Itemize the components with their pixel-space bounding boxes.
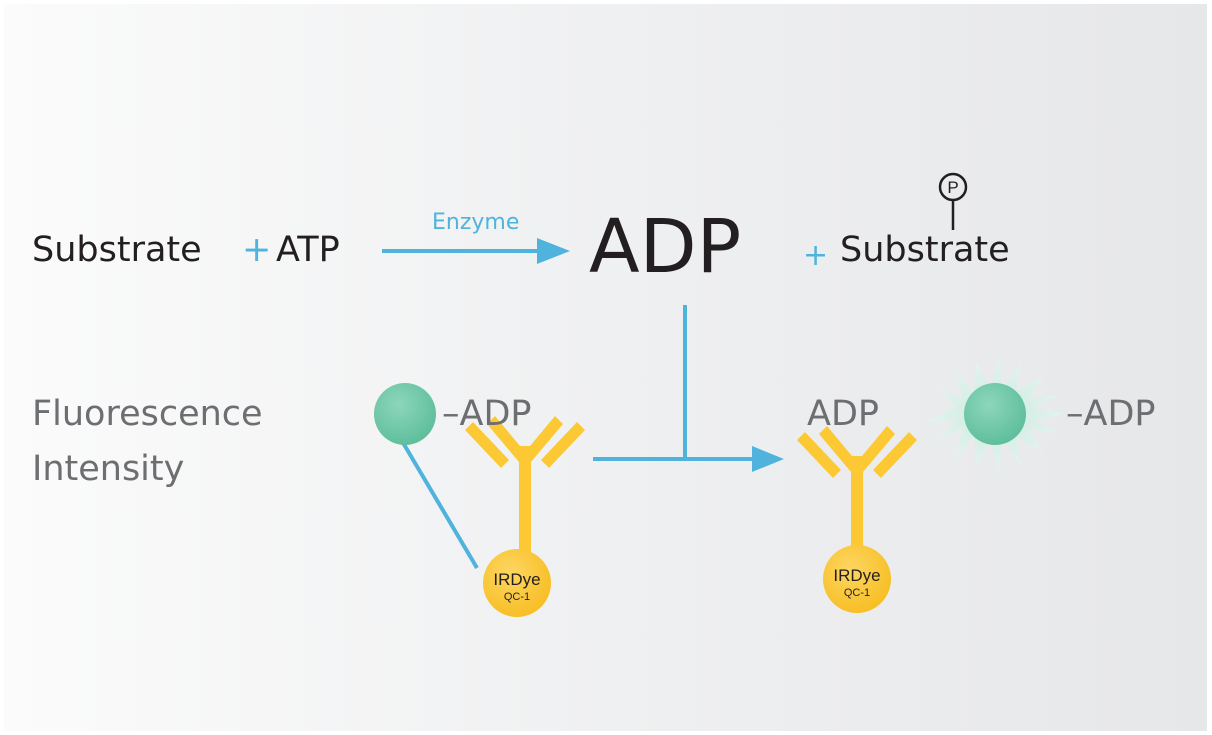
enzyme-arrow — [382, 238, 570, 264]
antibody-right-icon — [797, 426, 917, 556]
phospho-substrate-label: Substrate — [840, 230, 1010, 270]
antibody-left-icon — [465, 416, 585, 556]
quench-tether-line — [400, 439, 479, 570]
tracer-left-label: –ADP — [442, 394, 532, 434]
diagram-graphics: P IRDye QC-1 IRDye QC-1 — [374, 172, 1065, 617]
irdye-quencher-right-icon — [823, 545, 891, 613]
dye-label-right-line1: IRDye — [833, 566, 880, 585]
phosphate-icon: P — [938, 172, 968, 230]
fluorophore-quenched-icon — [374, 383, 436, 445]
fluorescence-label-line1: Fluorescence — [32, 394, 263, 434]
fluorescence-label-line2: Intensity — [32, 449, 185, 489]
irdye-quencher-left-icon — [483, 549, 551, 617]
plus-sign-1: + — [242, 230, 272, 270]
diagram-canvas: P IRDye QC-1 IRDye QC-1 Substrate + ATP … — [4, 4, 1207, 731]
substrate-label: Substrate — [32, 230, 202, 270]
phosphate-symbol: P — [947, 178, 958, 197]
fluorophore-bright-icon — [964, 383, 1026, 445]
tracer-right-label: –ADP — [1066, 394, 1156, 434]
free-adp-label: ADP — [807, 394, 879, 434]
adp-product-label: ADP — [589, 204, 742, 290]
dye-label-left-line1: IRDye — [493, 570, 540, 589]
atp-label: ATP — [276, 230, 340, 270]
dye-label-left-line2: QC-1 — [504, 591, 530, 603]
enzyme-label: Enzyme — [432, 210, 520, 235]
dye-label-right-line2: QC-1 — [844, 587, 870, 599]
displacement-arrow — [593, 446, 784, 472]
plus-sign-2: + — [803, 238, 829, 273]
